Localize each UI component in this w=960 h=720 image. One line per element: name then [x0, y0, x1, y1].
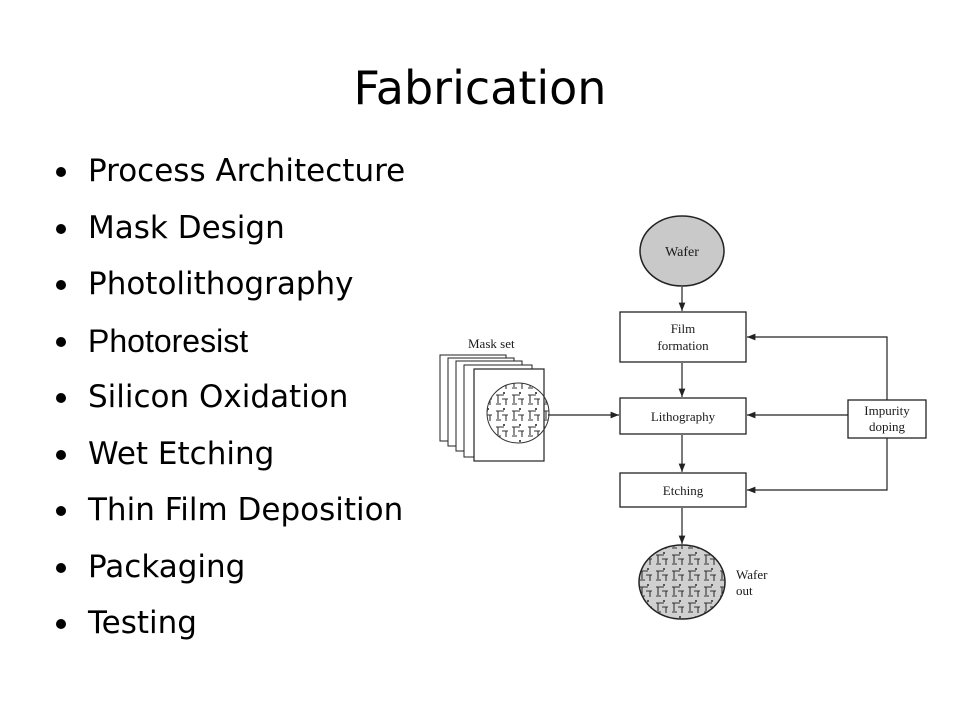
bullet-text: Process Architecture	[88, 153, 406, 189]
mask-set-node: Mask set	[439, 336, 550, 462]
wafer-node: Wafer	[639, 215, 725, 287]
bullet-item: Mask Design	[50, 200, 450, 257]
etching-node: Etching	[619, 472, 747, 508]
bullet-text: Testing	[88, 605, 197, 641]
bullet-dot-icon	[56, 619, 66, 629]
bullet-item: Photolithography	[50, 256, 450, 313]
bullet-text: Wet Etching	[88, 435, 275, 472]
bullet-dot-icon	[56, 562, 66, 573]
impurity-doping-node: Impurity doping	[847, 399, 927, 439]
lithography-node: Lithography	[619, 397, 747, 435]
bullet-item: Silicon Oxidation	[50, 369, 450, 426]
flow-arrows	[548, 287, 888, 544]
bullet-text: Photoresist	[88, 322, 249, 359]
bullet-dot-icon	[56, 223, 66, 234]
bullet-text: Photolithography	[88, 266, 354, 302]
bullet-item: Packaging	[50, 539, 450, 596]
fabrication-flow-diagram: Wafer Film formation Lithography Etching…	[439, 215, 927, 620]
film-label-line1: Film	[671, 321, 696, 336]
bullet-dot-icon	[56, 449, 66, 460]
wafer-label: Wafer	[665, 245, 699, 260]
bullet-item: Wet Etching	[50, 426, 450, 483]
bullet-dot-icon	[56, 280, 66, 290]
bullet-item: Process Architecture	[50, 143, 450, 200]
impurity-label-line2: doping	[869, 419, 906, 434]
slide-title: Fabrication	[353, 61, 607, 115]
bullet-dot-icon	[56, 336, 66, 347]
impurity-label-line1: Impurity	[864, 403, 910, 418]
bullet-dot-icon	[56, 506, 66, 516]
bullet-text: Mask Design	[88, 209, 285, 246]
bullet-item: Thin Film Deposition	[50, 482, 450, 539]
film-formation-node: Film formation	[619, 311, 747, 363]
bullet-item: Photoresist	[50, 313, 450, 370]
bullet-text: Packaging	[88, 548, 246, 585]
bullet-text: Thin Film Deposition	[88, 492, 404, 528]
bullet-item: Testing	[50, 595, 450, 652]
wafer-out-label-line2: out	[736, 583, 753, 598]
bullet-list: Process Architecture Mask Design Photoli…	[50, 143, 450, 652]
wafer-out-node: Wafer out	[638, 544, 768, 620]
bullet-text: Silicon Oxidation	[88, 379, 349, 415]
etching-label: Etching	[663, 483, 704, 498]
bullet-dot-icon	[56, 167, 66, 177]
wafer-out-label-line1: Wafer	[736, 567, 768, 582]
mask-set-label: Mask set	[468, 336, 515, 351]
lithography-label: Lithography	[651, 409, 716, 424]
bullet-dot-icon	[56, 393, 66, 403]
film-label-line2: formation	[657, 338, 709, 353]
